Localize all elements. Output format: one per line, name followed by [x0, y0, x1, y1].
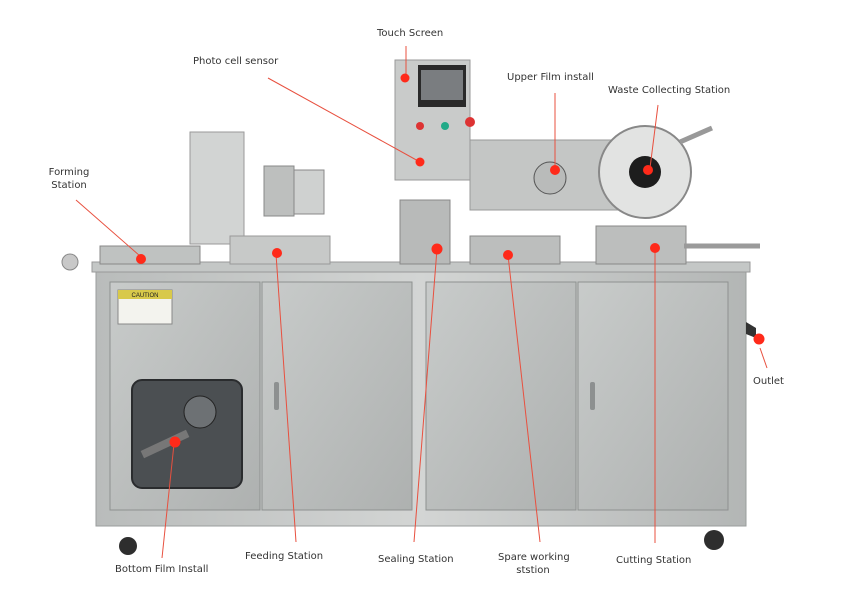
- marker-forming: [136, 254, 146, 264]
- door-handle: [274, 382, 279, 410]
- panel-button-red: [465, 117, 475, 127]
- label-cutting-station: Cutting Station: [616, 555, 692, 566]
- panel-button-red: [416, 122, 424, 130]
- caster-wheel: [119, 537, 137, 555]
- marker-outlet: [753, 333, 765, 345]
- spare-station-block: [469, 235, 561, 265]
- leader-sealing: [413, 248, 438, 543]
- caution-sticker-text: CAUTION: [132, 293, 159, 299]
- caster-wheel: [704, 530, 724, 550]
- speed-controller: [293, 169, 325, 215]
- hopper: [189, 131, 245, 245]
- label-spare-working-station: Spare working ststion: [498, 551, 570, 577]
- label-feeding-station: Feeding Station: [245, 551, 324, 562]
- label-forming-station: Forming Station: [46, 166, 92, 192]
- marker-sealing: [431, 243, 443, 255]
- marker-feeding: [272, 248, 282, 258]
- label-spare-working-station-line2: ststion: [516, 565, 550, 576]
- marker-waste: [643, 165, 653, 175]
- leader-waste: [649, 104, 659, 169]
- label-photo-cell-sensor: Photo cell sensor: [193, 56, 279, 67]
- leader-forming: [75, 199, 141, 257]
- door-3: [425, 281, 577, 511]
- bottom-film-roll: [183, 395, 217, 429]
- leader-photo-cell: [267, 77, 421, 163]
- door-handle: [590, 382, 595, 410]
- upper-film-roll: [533, 161, 567, 195]
- leader-spare: [507, 254, 541, 543]
- marker-bottom-film: [169, 436, 181, 448]
- panel-button-green: [441, 122, 449, 130]
- label-waste-collecting-station: Waste Collecting Station: [608, 85, 731, 96]
- forming-station-block: [99, 245, 201, 265]
- door-2: [261, 281, 413, 511]
- label-forming-station-line2: Station: [51, 180, 87, 191]
- label-upper-film-install: Upper Film install: [507, 72, 594, 83]
- label-forming-station-line1: Forming: [48, 167, 90, 178]
- label-outlet: Outlet: [753, 376, 784, 387]
- leader-feeding: [275, 253, 297, 543]
- outlet-chute: [746, 322, 756, 338]
- leader-outlet: [759, 347, 768, 369]
- bottom-film-arm: [140, 429, 190, 459]
- leader-bottom-film: [161, 443, 175, 559]
- marker-cutting: [650, 243, 660, 253]
- label-sealing-station: Sealing Station: [378, 554, 454, 565]
- forming-handwheel: [61, 253, 79, 271]
- door-4: [577, 281, 729, 511]
- waste-reel-handle: [678, 125, 714, 145]
- caution-sticker-band: [118, 290, 172, 299]
- feeding-motor: [263, 165, 295, 217]
- label-touch-screen: Touch Screen: [377, 28, 444, 39]
- marker-upper-film: [550, 165, 560, 175]
- touch-screen-glass: [421, 70, 463, 100]
- marker-touch-screen: [400, 73, 410, 83]
- cutting-station-block: [595, 225, 687, 265]
- marker-spare: [503, 250, 513, 260]
- label-spare-working-station-line1: Spare working: [498, 552, 570, 563]
- sealing-station-block: [399, 199, 451, 265]
- marker-photo-cell: [415, 157, 425, 167]
- label-bottom-film-install: Bottom Film Install: [115, 564, 209, 575]
- hopper-base: [229, 235, 331, 265]
